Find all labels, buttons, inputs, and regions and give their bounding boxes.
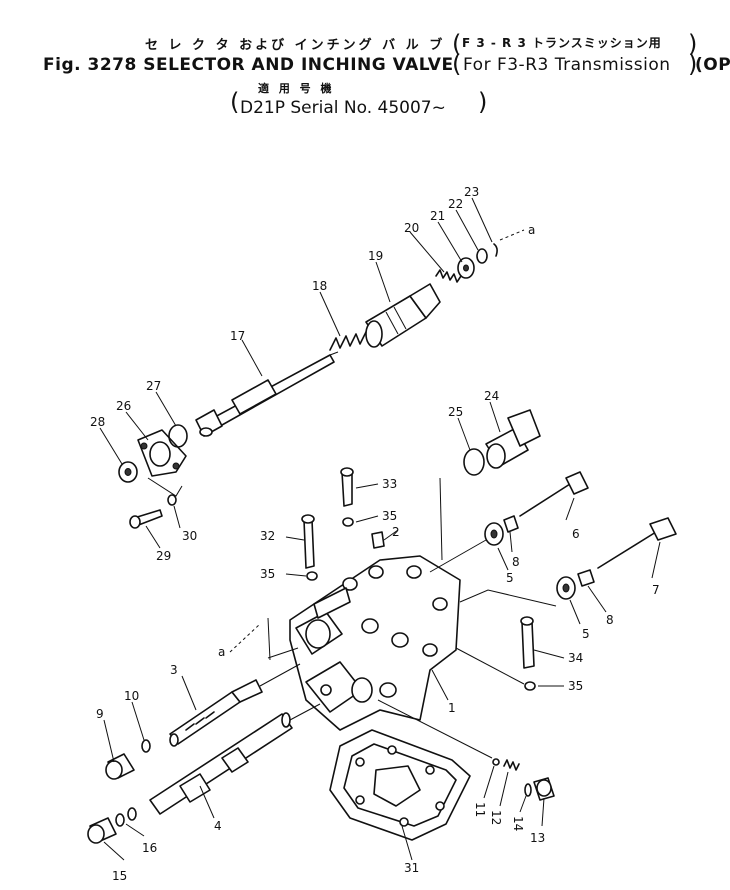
callout-12: 12 (489, 810, 503, 825)
callout-8a: 8 (512, 555, 520, 569)
plug-24 (485, 409, 541, 469)
callout-35a: 35 (382, 509, 397, 523)
washer-21 (457, 257, 475, 279)
callout-33: 33 (382, 477, 397, 491)
figure-title: セ レ ク タ および インチング バ ル ブ ( F 3 - R 3 トランス… (0, 0, 730, 130)
nut-8b (577, 569, 595, 587)
washer-35a (342, 517, 354, 527)
seal-28 (118, 461, 138, 483)
bolt-32 (301, 514, 315, 569)
snap-ring-23 (493, 229, 525, 257)
callout-5a: 5 (506, 571, 514, 585)
callout-14: 14 (511, 816, 525, 831)
washer-30 (167, 494, 177, 506)
washer-35c (524, 681, 536, 691)
title-serial: D21P Serial No. 45007~ (240, 98, 446, 118)
callout-11: 11 (473, 802, 487, 817)
callout-2: 2 (392, 525, 400, 539)
callout-5b: 5 (582, 627, 590, 641)
callout-10: 10 (124, 689, 139, 703)
callout-labels: 1 2 3 4 5 5 6 7 8 8 9 10 11 12 13 14 15 … (90, 185, 660, 883)
paren-close-3: ) (478, 88, 488, 116)
o-ring-10 (141, 739, 151, 753)
callout-35b: 35 (260, 567, 275, 581)
o-ring-27 (168, 424, 188, 448)
callout-9: 9 (96, 707, 104, 721)
callout-35c: 35 (568, 679, 583, 693)
callout-24: 24 (484, 389, 499, 403)
gasket-31 (329, 729, 471, 841)
plate-22 (476, 248, 488, 264)
shaft-17 (195, 351, 339, 437)
title-fig-line: Fig. 3278 SELECTOR AND INCHING VALVE (43, 55, 454, 75)
plug-2 (371, 531, 385, 549)
title-jp-line1-paren: F 3 - R 3 トランスミッション用 (462, 36, 662, 50)
callout-3: 3 (170, 663, 178, 677)
spool-4 (149, 712, 293, 815)
callout-17: 17 (230, 329, 245, 343)
spring-12 (503, 759, 520, 771)
paren-close: ) (688, 30, 698, 58)
callout-7: 7 (652, 583, 660, 597)
callout-21: 21 (430, 209, 445, 223)
callout-19: 19 (368, 249, 383, 263)
title-jp-line1: セ レ ク タ および インチング バ ル ブ (145, 38, 446, 53)
bolt-34 (520, 616, 535, 669)
callout-16: 16 (142, 841, 157, 855)
rod-7 (597, 517, 677, 569)
cover-26 (137, 429, 187, 477)
callout-25: 25 (448, 405, 463, 419)
leader-lines (99, 197, 661, 861)
callout-18: 18 (312, 279, 327, 293)
title-fig-paren: For F3-R3 Transmission (463, 55, 671, 75)
bolt-33 (340, 467, 354, 507)
callout-32: 32 (260, 529, 275, 543)
rod-6 (519, 471, 589, 517)
spool-3 (169, 679, 263, 747)
bolt-29 (129, 509, 163, 529)
seal-5a (484, 522, 504, 546)
valve-body-1 (289, 555, 461, 731)
callout-31: 31 (404, 861, 419, 875)
washer-35b (306, 571, 318, 581)
callout-34: 34 (568, 651, 583, 665)
paren-close-2: ) (688, 50, 698, 78)
callout-1: 1 (448, 701, 456, 715)
callout-23: 23 (464, 185, 479, 199)
callout-27: 27 (146, 379, 161, 393)
title-op: (OP) (695, 55, 730, 75)
o-ring-14 (524, 783, 532, 797)
callout-6: 6 (572, 527, 580, 541)
paren-open-2: ( (452, 50, 462, 78)
callout-30: 30 (182, 529, 197, 543)
paren-open: ( (452, 30, 462, 58)
callout-4: 4 (214, 819, 222, 833)
callout-28: 28 (90, 415, 105, 429)
plug-15 (87, 817, 117, 844)
plug-13 (533, 777, 555, 801)
o-ring-16 (115, 813, 125, 827)
ref-a-top: a (528, 223, 535, 237)
ref-a-left: a (218, 645, 225, 659)
callout-20: 20 (404, 221, 419, 235)
paren-open-3: ( (230, 88, 240, 116)
seal-5b (556, 576, 576, 600)
piston-19 (365, 283, 441, 348)
callout-8b: 8 (606, 613, 614, 627)
o-ring-16b (127, 807, 137, 821)
nut-8a (503, 515, 519, 533)
callout-15: 15 (112, 869, 127, 883)
callout-26: 26 (116, 399, 131, 413)
callout-29: 29 (156, 549, 171, 563)
spring-20 (435, 269, 462, 283)
callout-22: 22 (448, 197, 463, 211)
plug-9 (105, 753, 135, 780)
o-ring-25 (463, 448, 485, 476)
callout-13: 13 (530, 831, 545, 845)
ball-11 (492, 758, 500, 766)
title-jp-line3: 適 用 号 機 (258, 82, 335, 95)
